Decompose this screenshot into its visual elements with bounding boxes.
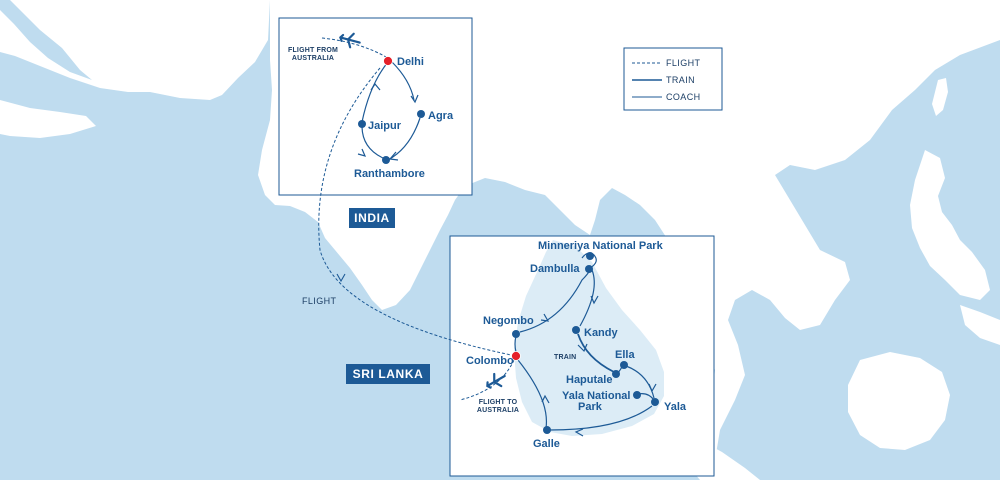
- sri-lanka-badge-label: SRI LANKA: [353, 367, 424, 381]
- stop-yala-national-park: [633, 391, 641, 399]
- label-colombo: Colombo: [466, 355, 514, 367]
- label-flight-from-australia-2: AUSTRALIA: [292, 55, 334, 62]
- landmass-borneo: [848, 352, 950, 450]
- label-haputale: Haputale: [566, 374, 612, 386]
- label-flight-to-australia-2: AUSTRALIA: [477, 407, 519, 414]
- route-delhi-agra: [391, 61, 415, 101]
- route-ella-yala: [625, 365, 655, 399]
- label-agra: Agra: [428, 110, 454, 122]
- stop-negombo: [512, 330, 520, 338]
- legend-train-label: TRAIN: [666, 75, 695, 85]
- label-negombo: Negombo: [483, 315, 534, 327]
- landmass-philippines-2: [960, 305, 1000, 345]
- stop-colombo: [511, 351, 521, 361]
- stop-ella: [620, 361, 628, 369]
- label-ella: Ella: [615, 349, 635, 361]
- landmass-taiwan: [932, 78, 948, 116]
- stop-minneriya-national-park: [586, 252, 594, 260]
- label-ranthambore: Ranthambore: [354, 168, 425, 180]
- label-galle: Galle: [533, 438, 560, 450]
- stop-galle: [543, 426, 551, 434]
- india-badge: [349, 208, 395, 228]
- label-minneriya-national-park: Minneriya National Park: [538, 240, 664, 252]
- stop-ranthambore: [382, 156, 390, 164]
- landmass-arabia-south: [0, 100, 96, 138]
- route-galle-colombo: [517, 359, 548, 429]
- legend-coach-label: COACH: [666, 92, 701, 102]
- label-flight: FLIGHT: [302, 296, 337, 306]
- arrow: [574, 428, 584, 437]
- label-flight-to-australia-1: FLIGHT TO: [479, 399, 518, 406]
- plane-icon: [339, 32, 361, 49]
- stop-dambulla: [585, 265, 593, 273]
- landmass-india-tip: [318, 205, 440, 306]
- sri-lanka-badge: [346, 364, 430, 384]
- arrow: [648, 383, 657, 393]
- label-train: TRAIN: [554, 354, 576, 361]
- stop-kandy: [572, 326, 580, 334]
- label-yala-national-park-2: Park: [578, 401, 603, 413]
- arrow: [336, 273, 346, 283]
- stop-agra: [417, 110, 425, 118]
- label-jaipur: Jaipur: [368, 120, 402, 132]
- arrow: [577, 343, 588, 353]
- india-badge-label: INDIA: [354, 211, 390, 225]
- arrow: [590, 295, 599, 305]
- landmass-arabia-gulf: [0, 0, 92, 80]
- landmass-arabia: [0, 0, 270, 100]
- plane-icon: [486, 372, 506, 389]
- arrow: [370, 82, 381, 91]
- arrow: [541, 394, 550, 404]
- sri-lanka-island: [514, 240, 664, 436]
- stop-jaipur: [358, 120, 366, 128]
- flight-to-australia-route: [459, 359, 515, 401]
- arrow: [540, 313, 550, 322]
- route-yala-galle: [549, 405, 653, 431]
- label-yala: Yala: [664, 401, 687, 413]
- route-dambulla-minneriya: [581, 252, 597, 269]
- flight-delhi-colombo: [318, 67, 517, 357]
- label-delhi: Delhi: [397, 56, 424, 68]
- label-flight-from-australia-1: FLIGHT FROM: [288, 47, 338, 54]
- arrow: [410, 94, 419, 104]
- route-kandy-haputale-train: [577, 333, 615, 373]
- arrow: [388, 151, 399, 161]
- legend-flight-label: FLIGHT: [666, 58, 701, 68]
- flight-from-australia-route: [321, 37, 389, 59]
- label-dambulla: Dambulla: [530, 263, 580, 275]
- legend-box: [623, 47, 723, 111]
- india-inset-box: [278, 17, 473, 196]
- stop-yala: [651, 398, 659, 406]
- arrow: [357, 148, 367, 157]
- label-kandy: Kandy: [584, 327, 619, 339]
- stop-delhi: [383, 56, 393, 66]
- route-dambulla-kandy: [579, 269, 595, 327]
- landmass-philippines: [910, 150, 990, 300]
- stop-haputale: [612, 370, 620, 378]
- route-ranthambore-jaipur: [361, 125, 384, 159]
- label-yala-national-park-1: Yala National: [562, 390, 630, 402]
